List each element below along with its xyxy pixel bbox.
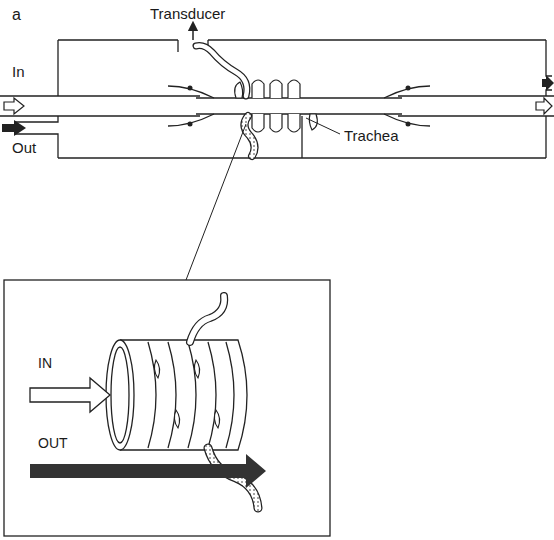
flow-label: IN: [38, 356, 52, 371]
inset-out-arrow: [30, 454, 266, 488]
outflow-arrow: [536, 98, 552, 114]
inset-trachea: [106, 340, 247, 450]
part-label: Trachea: [344, 128, 398, 145]
suture-ties: [168, 86, 430, 126]
flow-label: OUT: [38, 436, 68, 451]
inset-leader: [186, 124, 246, 280]
flow-label: In: [12, 64, 25, 81]
transducer-arrow: [192, 26, 194, 40]
muscle-strips: [196, 46, 255, 156]
inflow-arrow: [4, 98, 24, 114]
inset-slits: [154, 360, 219, 428]
bath-outflow-arrow: [542, 75, 554, 91]
bath-inflow-arrow: [2, 120, 26, 136]
inset-in-arrow: [30, 378, 110, 412]
inset-frame: [4, 280, 330, 536]
part-label: Transducer: [150, 6, 225, 23]
suture-knots: [188, 86, 411, 127]
trachea-leader: [306, 118, 340, 134]
flow-label: Out: [12, 140, 36, 157]
panel-letter: a: [12, 6, 21, 24]
chamber-walls: [0, 40, 554, 158]
